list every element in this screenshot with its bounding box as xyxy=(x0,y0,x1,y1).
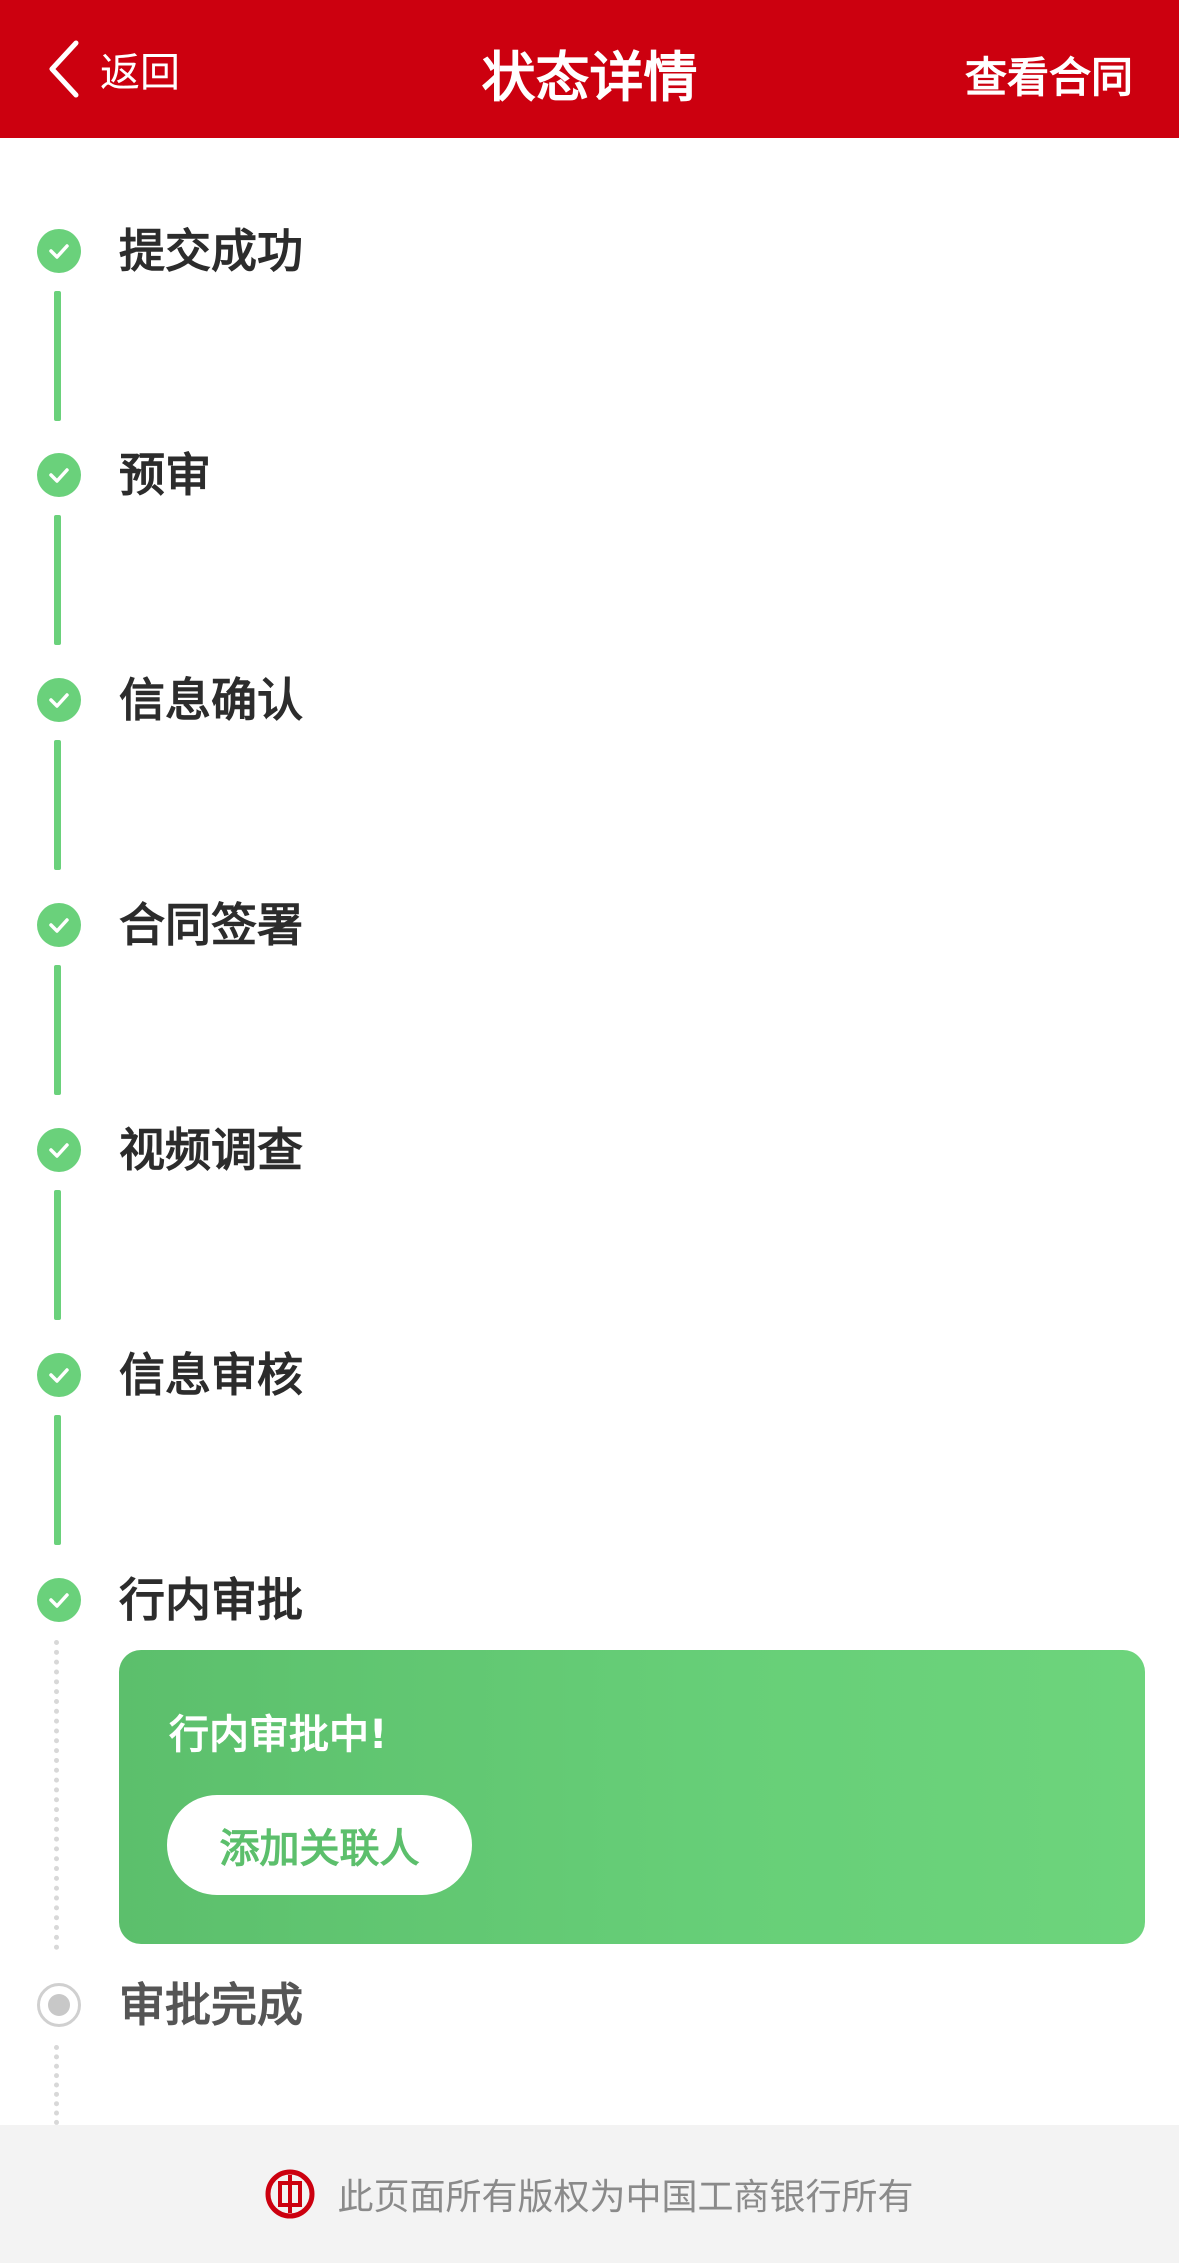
timeline-connector xyxy=(54,1190,61,1320)
step-label: 信息审核 xyxy=(119,1348,303,1402)
timeline-step: 审批完成 xyxy=(0,1975,1179,2035)
status-card: 行内审批中! 添加关联人 xyxy=(119,1650,1145,1944)
step-label: 审批完成 xyxy=(119,1978,303,2032)
view-contract-button[interactable]: 查看合同 xyxy=(964,53,1133,102)
step-label: 视频调查 xyxy=(119,1123,303,1177)
step-label: 合同签署 xyxy=(119,898,303,952)
pending-circle-icon xyxy=(37,1983,81,2027)
check-circle-icon xyxy=(37,678,81,722)
check-circle-icon xyxy=(37,1128,81,1172)
check-circle-icon xyxy=(37,1578,81,1622)
status-message: 行内审批中! xyxy=(169,1712,388,1758)
icbc-logo-icon xyxy=(265,2169,315,2219)
timeline-step: 信息审核 xyxy=(0,1345,1179,1405)
copyright-text: 此页面所有版权为中国工商银行所有 xyxy=(337,2177,914,2218)
step-label: 行内审批 xyxy=(119,1573,303,1627)
check-circle-icon xyxy=(37,1353,81,1397)
timeline-step: 提交成功 xyxy=(0,221,1179,281)
timeline-connector xyxy=(54,291,61,421)
timeline-step: 视频调查 xyxy=(0,1120,1179,1180)
timeline-step: 合同签署 xyxy=(0,895,1179,955)
timeline-step: 行内审批 xyxy=(0,1570,1179,1630)
step-label: 信息确认 xyxy=(119,673,303,727)
check-circle-icon xyxy=(37,453,81,497)
header-bar: 返回 状态详情 查看合同 xyxy=(0,0,1179,138)
footer: 此页面所有版权为中国工商银行所有 xyxy=(0,2125,1179,2263)
timeline-step: 信息确认 xyxy=(0,670,1179,730)
check-circle-icon xyxy=(37,903,81,947)
timeline-connector-pending xyxy=(54,1640,59,1950)
timeline-connector xyxy=(54,515,61,645)
chevron-left-icon xyxy=(49,40,79,98)
timeline-connector xyxy=(54,740,61,870)
step-label: 预审 xyxy=(119,448,211,502)
timeline-connector-pending xyxy=(54,2045,59,2125)
back-button[interactable]: 返回 xyxy=(44,36,180,102)
add-related-person-button[interactable]: 添加关联人 xyxy=(167,1795,472,1895)
check-circle-icon xyxy=(37,229,81,273)
timeline-connector xyxy=(54,965,61,1095)
step-label: 提交成功 xyxy=(119,224,303,278)
back-label: 返回 xyxy=(100,50,180,96)
timeline-connector xyxy=(54,1415,61,1545)
timeline-step: 预审 xyxy=(0,445,1179,505)
